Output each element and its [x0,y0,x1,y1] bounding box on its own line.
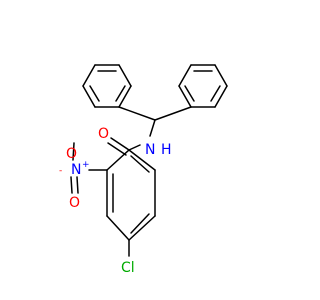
bond [106,149,130,171]
chlorine-label: Cl [121,260,135,276]
bond [128,149,156,171]
bond-double-a [110,137,130,151]
bond-inner [130,213,150,234]
bond-double-b [76,176,79,194]
bond-inner [89,85,100,102]
bond [72,142,75,161]
bond [118,106,156,121]
benzhydryl-linkage [118,106,192,137]
bond [82,64,96,87]
bond-double-b [107,142,127,156]
nitro-nitrogen-charge: + [82,160,90,170]
molecule-structure: O N H N + O - O Cl [59,64,228,276]
structure-canvas: O N H N + O - O Cl [59,64,228,276]
amide-hydrogen-label: H [161,142,172,158]
bond-inner [184,85,195,102]
amide-nitrogen-label: N [145,142,155,158]
bond [214,85,228,108]
chloronitrobenzene-ring [106,149,156,241]
bond [178,85,192,108]
bond [106,215,130,241]
right-phenyl-ring [178,64,228,108]
bond [128,144,141,151]
bond-inner [130,155,150,173]
bond [154,106,192,121]
bond-inner [210,85,221,102]
amide-group [107,137,141,156]
nitro-oxygen-charge: - [59,166,62,176]
bond-inner [115,85,126,102]
left-phenyl-ring [82,64,132,108]
nitro-nitrogen-label: N [71,162,81,178]
nitro-oxygen-minus-label: O [66,146,77,162]
bond [118,64,132,87]
bond [118,85,132,108]
amide-oxygen-label: O [98,126,109,142]
bond [214,64,228,87]
nitro-oxygen-label: O [69,195,80,211]
bond [178,64,192,87]
bond-double-a [70,176,73,194]
bond [128,215,156,241]
nitro-group [70,142,108,194]
bond [82,85,96,108]
bond [149,119,156,137]
